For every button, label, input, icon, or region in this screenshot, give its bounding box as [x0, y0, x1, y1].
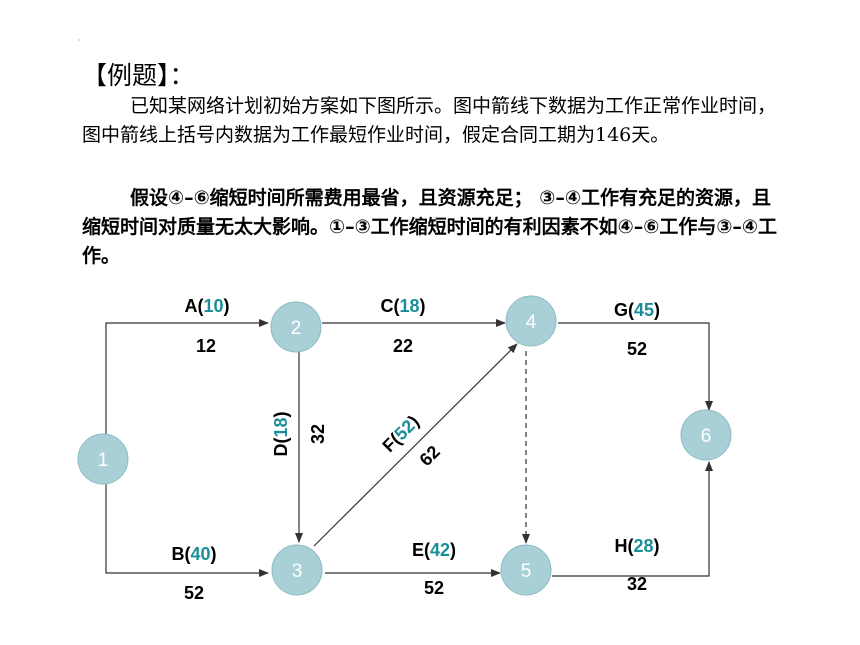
edge-D-label: D(18)	[271, 411, 291, 456]
node-2: 2	[270, 301, 322, 353]
node-5: 5	[500, 544, 552, 596]
node-6-label: 6	[701, 426, 712, 447]
node-4: 4	[505, 295, 557, 347]
node-3-label: 3	[292, 561, 303, 582]
edge-H-label: H(28)	[614, 536, 659, 556]
node-2-label: 2	[291, 318, 302, 339]
edge-B-duration: 52	[184, 583, 204, 603]
edge-E-duration: 52	[424, 578, 444, 598]
edge-B-label: B(40)	[171, 544, 216, 564]
edge-D-duration: 32	[308, 424, 328, 444]
example-title: 【例题】：	[82, 61, 195, 90]
edge-H	[552, 461, 713, 577]
edge-H-duration: 32	[627, 574, 647, 594]
edge-F-duration: 62	[416, 442, 444, 470]
edge-C-label: C(18)	[380, 296, 425, 316]
edge-A-duration: 12	[196, 336, 216, 356]
node-5-label: 5	[521, 561, 532, 582]
edge-A-label: A(10)	[184, 296, 229, 316]
node-1: 1	[77, 433, 129, 485]
node-3: 3	[271, 544, 323, 596]
edge-A	[105, 319, 269, 441]
assumption-paragraph: 假设④–⑥缩短时间所需费用最省，且资源充足； ③–④工作有充足的资源，且缩短时间…	[82, 184, 782, 271]
node-1-label: 1	[98, 450, 109, 471]
node-6: 6	[680, 409, 732, 461]
problem-paragraph: 已知某网络计划初始方案如下图所示。图中箭线下数据为工作正常作业时间，图中箭线上括…	[82, 92, 782, 150]
edge-G	[558, 322, 713, 411]
edge-E-label: E(42)	[412, 540, 456, 560]
edge-G-duration: 52	[627, 339, 647, 359]
problem-text: 已知某网络计划初始方案如下图所示。图中箭线下数据为工作正常作业时间，图中箭线上括…	[82, 95, 777, 146]
edge-G-label: G(45)	[614, 300, 660, 320]
edge-B	[105, 477, 269, 577]
edge-F	[313, 343, 518, 547]
node-4-label: 4	[526, 312, 537, 333]
decorative-dot: ·	[78, 36, 81, 45]
edge-C-duration: 22	[393, 336, 413, 356]
assumption-text: 假设④–⑥缩短时间所需费用最省，且资源充足； ③–④工作有充足的资源，且缩短时间…	[82, 187, 778, 267]
edge-F-label: F(52)	[378, 411, 423, 456]
